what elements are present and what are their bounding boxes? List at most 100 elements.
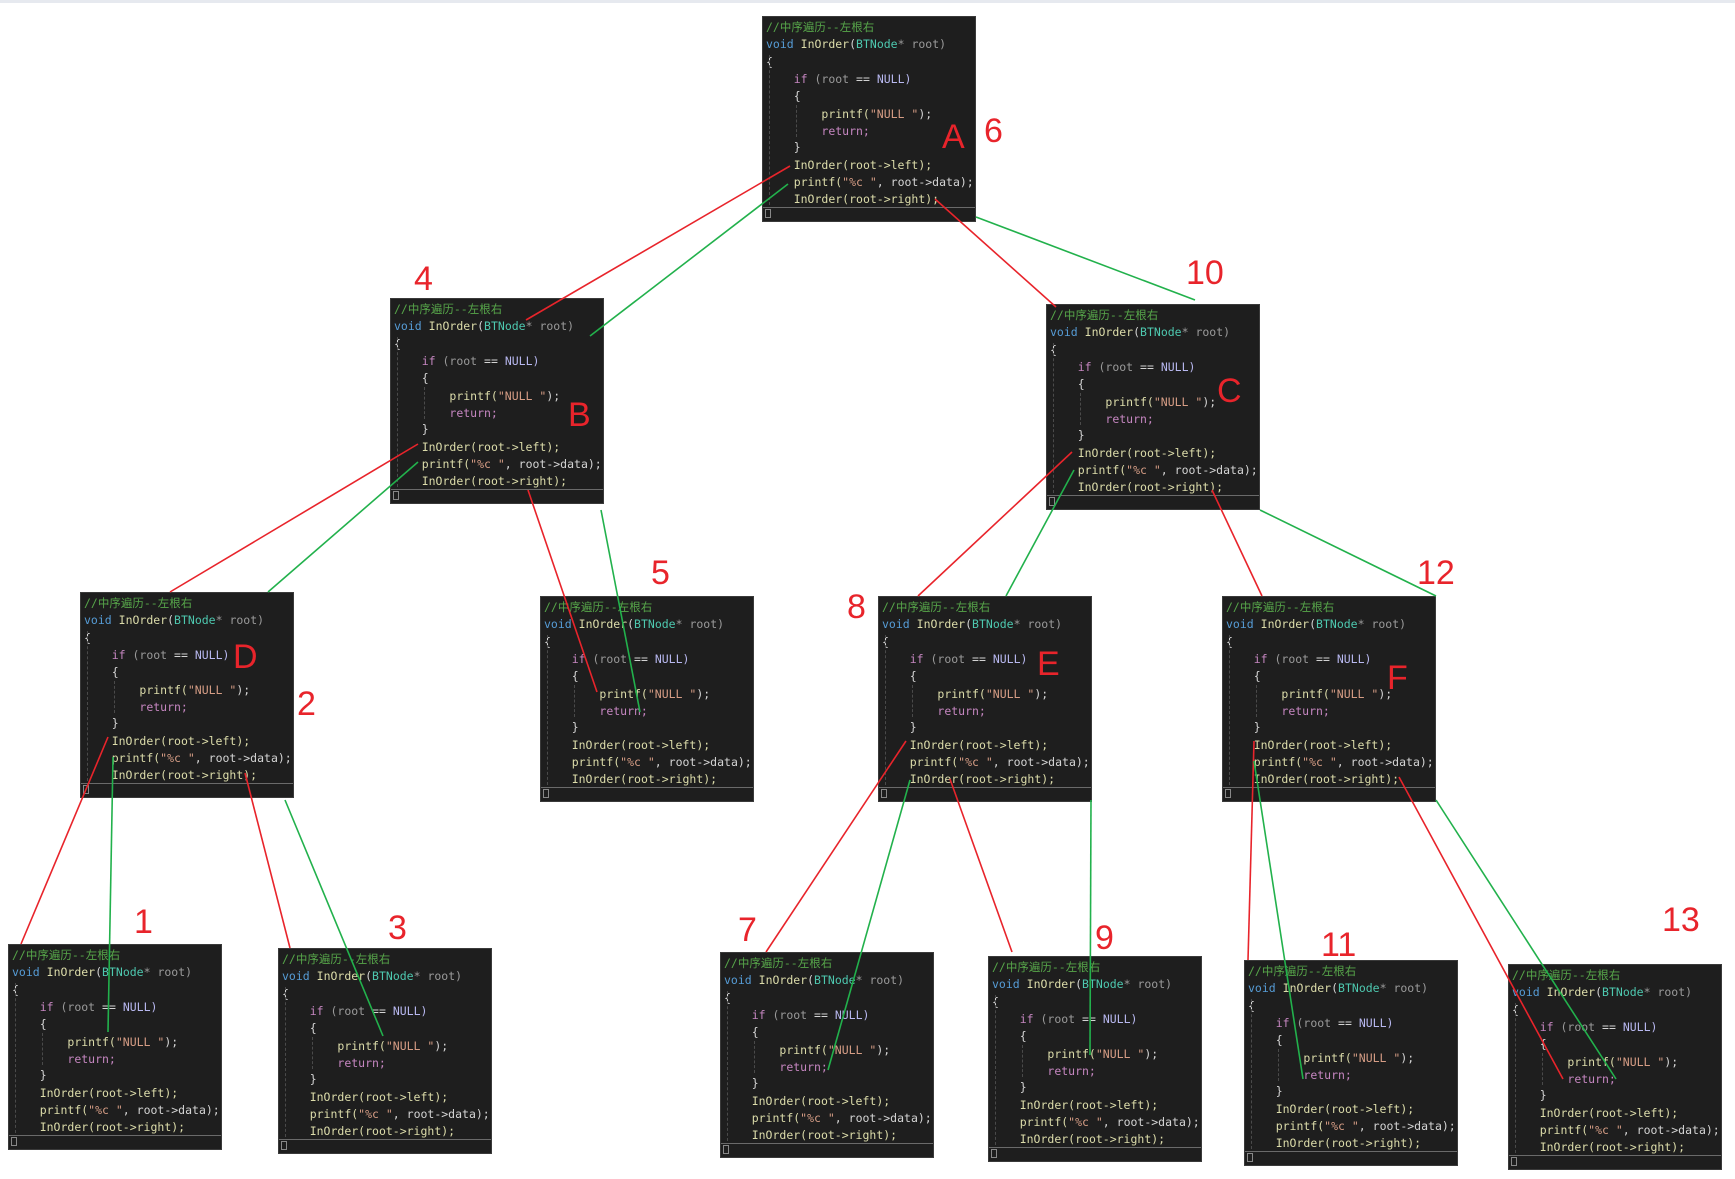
printf-null-line: printf("NULL "); <box>282 1038 448 1055</box>
token-printf: printf( <box>1303 1051 1352 1065</box>
indent <box>394 457 422 471</box>
token-fn-inorder: InOrder <box>1084 325 1134 339</box>
indent-guide <box>87 631 88 781</box>
horizontal-scrollbar[interactable] <box>391 489 603 500</box>
indent <box>12 1103 40 1117</box>
indent-guide <box>912 685 913 717</box>
token-printf: printf( <box>1567 1055 1616 1069</box>
token-call-left: InOrder(root->left); <box>1019 1098 1159 1112</box>
token-kw-return: return; <box>599 704 648 718</box>
indent <box>1276 981 1283 995</box>
indent <box>1248 1016 1276 1030</box>
indent <box>1050 446 1078 460</box>
token-brace-open: { <box>571 669 579 683</box>
step-number-4: 4 <box>414 260 433 298</box>
horizontal-scrollbar[interactable] <box>1047 495 1259 506</box>
horizontal-scrollbar[interactable] <box>1223 787 1435 798</box>
token-kw-void: void <box>882 617 910 631</box>
horizontal-scrollbar[interactable] <box>541 787 753 798</box>
token-call-right: InOrder(root->right); <box>39 1120 186 1134</box>
indent <box>1512 1037 1540 1051</box>
indent <box>724 1111 752 1125</box>
if-brace-open-line: { <box>1512 1036 1547 1053</box>
token-call-right: InOrder(root->right); <box>571 772 718 786</box>
indent <box>882 720 910 734</box>
indent-guide <box>574 685 575 717</box>
token-kw-return: return; <box>139 700 188 714</box>
token-open-paren: ( <box>965 617 973 631</box>
token-open-paren: ( <box>1331 981 1339 995</box>
if-brace-close-line: } <box>1226 719 1261 736</box>
token-call-right: InOrder(root->right); <box>421 474 568 488</box>
token-open-paren: ( <box>365 969 373 983</box>
token-if-eq: == <box>174 648 188 662</box>
indent <box>1078 325 1085 339</box>
token-printf: printf( <box>1105 395 1154 409</box>
inorder-left-line: InOrder(root->left); <box>724 1093 890 1110</box>
indent-guide <box>1251 999 1252 1149</box>
horizontal-scrollbar[interactable] <box>879 787 1091 798</box>
token-printf-fmt: "%c " <box>1588 1123 1623 1137</box>
comment-line: //中序遍历--左根右 <box>766 19 874 36</box>
token-brace-close: } <box>751 1076 759 1090</box>
token-null-str: "NULL " <box>1351 1051 1401 1065</box>
token-call-left: InOrder(root->left); <box>909 738 1049 752</box>
horizontal-scrollbar[interactable] <box>1509 1155 1721 1166</box>
token-kw-return: return; <box>337 1056 386 1070</box>
indent <box>794 37 801 51</box>
token-call-left: InOrder(root->left); <box>421 440 561 454</box>
indent <box>724 1008 752 1022</box>
indent <box>910 617 917 631</box>
token-if-null: NULL) <box>985 652 1028 666</box>
horizontal-scrollbar[interactable] <box>989 1147 1201 1158</box>
printf-data-line: printf("%c ", root->data); <box>394 456 602 473</box>
indent-guide <box>885 635 886 785</box>
token-ty-btnode: BTNode <box>972 617 1014 631</box>
token-brace-open: { <box>1539 1037 1547 1051</box>
horizontal-scrollbar[interactable] <box>1245 1151 1457 1162</box>
token-param: * root) <box>675 617 725 631</box>
signature-line: void InOrder(BTNode* root) <box>544 616 724 633</box>
inorder-left-line: InOrder(root->left); <box>84 733 250 750</box>
inorder-left-line: InOrder(root->left); <box>1226 737 1392 754</box>
token-brace-close: } <box>309 1072 317 1086</box>
token-fn-inorder: InOrder <box>316 969 366 983</box>
token-open-paren: ( <box>627 617 635 631</box>
horizontal-scrollbar[interactable] <box>721 1143 933 1154</box>
token-printf-end: ); <box>876 1043 891 1057</box>
token-null-str: "NULL " <box>115 1035 165 1049</box>
indent <box>1050 463 1078 477</box>
token-printf-fmt: "%c " <box>88 1103 123 1117</box>
indent <box>724 1076 752 1090</box>
if-brace-open-line: { <box>282 1020 317 1037</box>
token-kw-if: if <box>1019 1012 1034 1026</box>
if-line: if (root == NULL) <box>544 651 690 668</box>
indent-guide <box>285 987 286 1137</box>
token-call-left: InOrder(root->left); <box>571 738 711 752</box>
token-if-null: NULL) <box>647 652 690 666</box>
indent <box>1248 1068 1303 1082</box>
token-printf: printf( <box>337 1039 386 1053</box>
token-printf: printf( <box>793 175 843 189</box>
token-if-eq: == <box>634 652 648 666</box>
token-fn-inorder: InOrder <box>428 319 478 333</box>
token-brace-close: } <box>39 1068 47 1082</box>
return-line: return; <box>544 703 648 720</box>
horizontal-scrollbar[interactable] <box>763 207 975 218</box>
indent <box>724 1128 752 1142</box>
token-if-cond-a: (root <box>125 648 175 662</box>
printf-null-line: printf("NULL "); <box>12 1034 178 1051</box>
printf-null-line: printf("NULL "); <box>544 686 710 703</box>
token-if-cond-a: (root <box>1289 1016 1339 1030</box>
token-if-null: NULL) <box>869 72 912 86</box>
indent <box>84 716 112 730</box>
token-if-eq: == <box>372 1004 386 1018</box>
token-param: * root) <box>1181 325 1231 339</box>
token-fn-inorder: InOrder <box>578 617 628 631</box>
token-param: * root) <box>855 973 905 987</box>
horizontal-scrollbar[interactable] <box>279 1139 491 1150</box>
horizontal-scrollbar[interactable] <box>81 783 293 794</box>
if-brace-close-line: } <box>544 719 579 736</box>
horizontal-scrollbar[interactable] <box>9 1135 221 1146</box>
